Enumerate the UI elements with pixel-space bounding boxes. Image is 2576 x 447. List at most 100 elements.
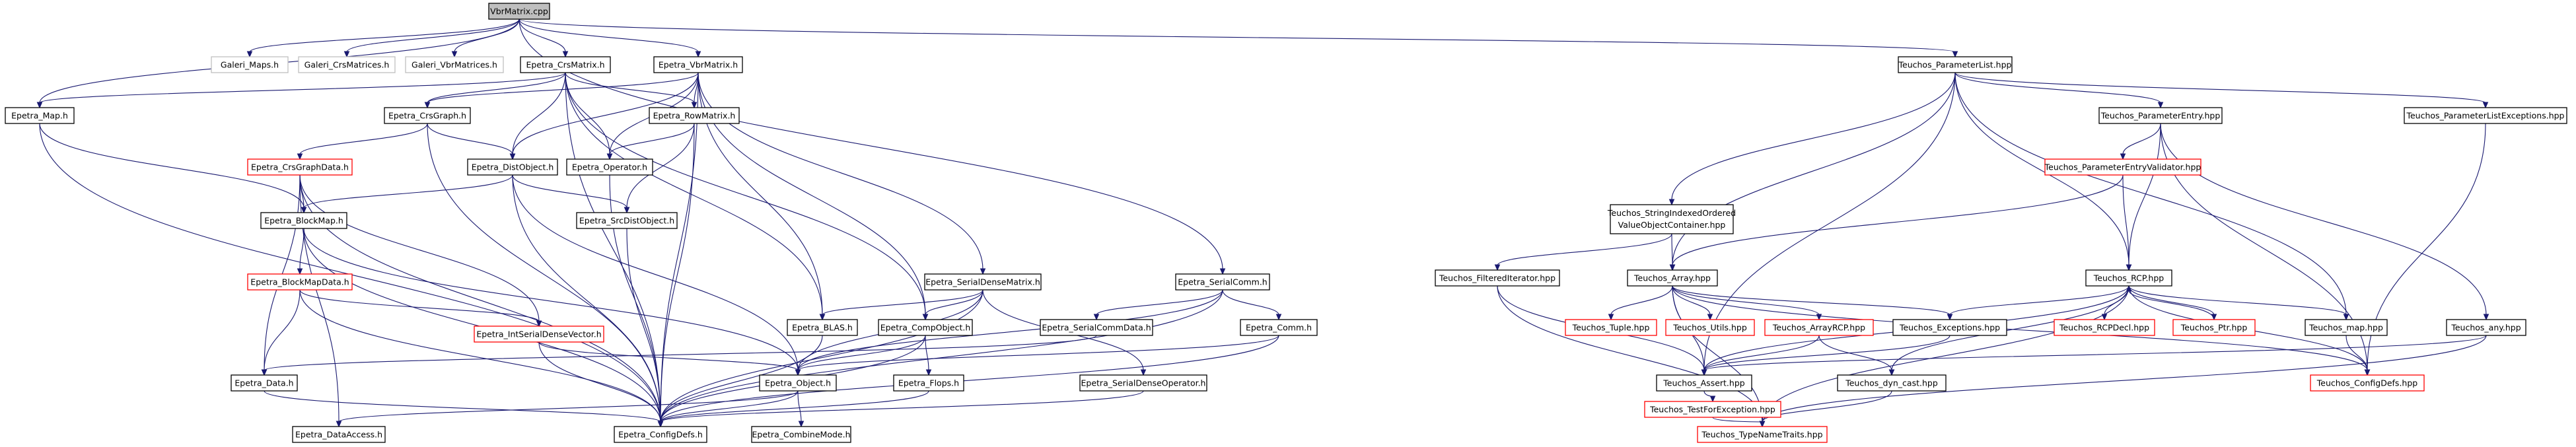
edge-Epetra_BlockMap_h-to-Epetra_BlockMapData_h [297,228,304,275]
node-epetra-serialdensematrix-h[interactable]: Epetra_SerialDenseMatrix.h [924,273,1042,291]
edge-Teuchos_TestForException_hpp-to-Teuchos_TypeNameTraits_hpp [1712,417,1766,428]
node-epetra-data-h[interactable]: Epetra_Data.h [231,374,298,392]
node-teuchos-parameterentry-hpp[interactable]: Teuchos_ParameterEntry.hpp [2098,107,2223,124]
node-teuchos-stringindexedordered-valueobjectcontainer-hpp[interactable]: Teuchos_StringIndexedOrdered ValueObject… [1607,204,1736,234]
edge-Teuchos_ParameterEntry_hpp-to-Teuchos_ParameterEntryValidator_hpp [2120,123,2161,160]
edge-Epetra_VbrMatrix_h-to-Epetra_ConfigDefs_h [657,72,699,428]
node-epetra-distobject-h[interactable]: Epetra_DistObject.h [467,158,558,176]
edge-Teuchos_ArrayRCP_hpp-to-Teuchos_Assert_hpp [1701,335,1820,376]
node-label: Teuchos_ParameterEntry.hpp [2100,111,2221,121]
node-teuchos-any-hpp[interactable]: Teuchos_any.hpp [2446,319,2526,336]
node-label: Epetra_SerialComm.h [1178,277,1267,287]
node-label: Galeri_CrsMatrices.h [304,60,390,70]
edge-Epetra_SerialDenseMatrix_h-to-Epetra_BLAS_h [819,289,984,321]
node-vbrmatrix-cpp[interactable]: VbrMatrix.cpp [488,3,550,20]
node-label: Teuchos_Assert.hpp [1663,378,1744,388]
node-teuchos-configdefs-hpp[interactable]: Teuchos_ConfigDefs.hpp [2310,374,2425,392]
edge-Epetra_SerialDenseOperator_h-to-Epetra_ConfigDefs_h [657,390,1144,428]
edge-Teuchos_RCP_hpp-to-Teuchos_Exceptions_hpp [1947,285,2129,321]
edge-Epetra_CrsMatrix_h-to-Epetra_Map_h [36,72,566,109]
edge-Epetra_CrsMatrix_h-to-Epetra_RowMatrix_h [565,72,698,109]
node-teuchos-rcp-hpp[interactable]: Teuchos_RCP.hpp [2085,269,2172,287]
edge-Teuchos_map_hpp-to-Teuchos_ConfigDefs_hpp [2345,335,2371,376]
node-label: Teuchos_ParameterListExceptions.hpp [2406,111,2564,121]
edge-Epetra_CrsGraph_h-to-Epetra_CrsGraphData_h [297,123,428,160]
node-epetra-compobject-h[interactable]: Epetra_CompObject.h [878,319,973,336]
node-epetra-blas-h[interactable]: Epetra_BLAS.h [787,319,858,336]
node-teuchos-filterediterator-hpp[interactable]: Teuchos_FilteredIterator.hpp [1435,269,1560,287]
node-epetra-operator-h[interactable]: Epetra_Operator.h [566,158,653,176]
node-teuchos-utils-hpp[interactable]: Teuchos_Utils.hpp [1665,319,1755,336]
node-label: Teuchos_TestForException.hpp [1649,405,1775,415]
edge-Epetra_SrcDistObject_h-to-Epetra_ConfigDefs_h [626,228,664,428]
node-label: Epetra_Operator.h [572,162,647,172]
edge-Teuchos_ParameterEntryValidator_hpp-to-Teuchos_Array_hpp [1669,174,2124,271]
node-label: Epetra_BLAS.h [792,323,853,333]
node-teuchos-assert-hpp[interactable]: Teuchos_Assert.hpp [1656,374,1752,392]
edge-Epetra_SerialCommData_h-to-Epetra_Data_h [261,335,1097,376]
edge-Epetra_CrsMatrix_h-to-Epetra_CompObject_h [565,72,929,321]
edge-VbrMatrix_cpp-to-Galeri_Maps_h [246,18,520,58]
edge-Teuchos_Assert_hpp-to-Teuchos_TestForException_hpp [1703,390,1716,403]
node-label: Epetra_IntSerialDenseVector.h [476,329,601,339]
node-label: Epetra_CombineMode.h [752,430,851,440]
node-teuchos-typenametraits-hpp[interactable]: Teuchos_TypeNameTraits.hpp [1697,426,1828,443]
node-label: Epetra_Map.h [11,111,68,121]
node-label: Epetra_Flops.h [898,378,959,388]
node-epetra-vbrmatrix-h[interactable]: Epetra_VbrMatrix.h [653,56,743,73]
edge-VbrMatrix_cpp-to-Epetra_VbrMatrix_h [519,18,701,58]
node-epetra-blockmap-h[interactable]: Epetra_BlockMap.h [260,212,347,229]
node-label: Teuchos_FilteredIterator.hpp [1439,273,1556,283]
node-teuchos-rcpdecl-hpp[interactable]: Teuchos_RCPDecl.hpp [2054,319,2155,336]
edge-Teuchos_Array_hpp-to-Teuchos_ArrayRCP_hpp [1672,285,1822,321]
node-epetra-intserialdensevector-h[interactable]: Epetra_IntSerialDenseVector.h [474,326,604,343]
edge-Epetra_BlockMapData_h-to-Epetra_Data_h [261,289,301,376]
node-epetra-blockmapdata-h[interactable]: Epetra_BlockMapData.h [247,273,353,291]
node-label: Teuchos_Array.hpp [1633,273,1711,283]
node-label: Epetra_ConfigDefs.h [618,430,703,440]
edge-Epetra_CompObject_h-to-Epetra_Object_h [795,335,926,376]
node-teuchos-map-hpp[interactable]: Teuchos_map.hpp [2305,319,2388,336]
edge-Epetra_SerialComm_h-to-Epetra_SerialCommData_h [1093,289,1223,321]
node-label: Teuchos_ArrayRCP.hpp [1772,323,1865,333]
node-teuchos-arrayrcp-hpp[interactable]: Teuchos_ArrayRCP.hpp [1764,319,1874,336]
edge-Teuchos_Ptr_hpp-to-Teuchos_RCP_hpp [2126,285,2215,320]
node-epetra-configdefs-h[interactable]: Epetra_ConfigDefs.h [614,426,707,443]
edge-Teuchos_ParameterList_hpp-to-Teuchos_StringIndexedOrdered [1668,72,1956,206]
node-epetra-srcdistobject-h[interactable]: Epetra_SrcDistObject.h [576,212,678,229]
node-teuchos-tuple-hpp[interactable]: Teuchos_Tuple.hpp [1565,319,1657,336]
node-label: Teuchos_Utils.hpp [1672,323,1747,333]
node-epetra-crsmatrix-h[interactable]: Epetra_CrsMatrix.h [520,56,611,73]
node-epetra-object-h[interactable]: Epetra_Object.h [759,374,837,392]
node-teuchos-parameterlist-hpp[interactable]: Teuchos_ParameterList.hpp [1898,56,2013,73]
node-epetra-comm-h[interactable]: Epetra_Comm.h [1240,319,1318,336]
node-epetra-flops-h[interactable]: Epetra_Flops.h [893,374,964,392]
node-epetra-rowmatrix-h[interactable]: Epetra_RowMatrix.h [649,107,740,124]
node-teuchos-parameterentryvalidator-hpp[interactable]: Teuchos_ParameterEntryValidator.hpp [2044,158,2201,176]
node-galeri-vbrmatrices-h[interactable]: Galeri_VbrMatrices.h [405,56,504,73]
node-epetra-serialcommdata-h[interactable]: Epetra_SerialCommData.h [1040,319,1153,336]
node-galeri-crsmatrices-h[interactable]: Galeri_CrsMatrices.h [298,56,396,73]
node-label: Epetra_CrsGraph.h [388,111,466,121]
node-teuchos-dyn-cast-hpp[interactable]: Teuchos_dyn_cast.hpp [1837,374,1947,392]
node-teuchos-ptr-hpp[interactable]: Teuchos_Ptr.hpp [2172,319,2256,336]
node-teuchos-parameterlistexceptions-hpp[interactable]: Teuchos_ParameterListExceptions.hpp [2404,107,2567,124]
node-teuchos-testforexception-hpp[interactable]: Teuchos_TestForException.hpp [1644,401,1781,418]
edge-layer [36,18,2489,428]
node-teuchos-exceptions-hpp[interactable]: Teuchos_Exceptions.hpp [1892,319,2007,336]
edge-Epetra_SerialComm_h-to-Epetra_Comm_h [1222,289,1282,321]
node-teuchos-array-hpp[interactable]: Teuchos_Array.hpp [1627,269,1718,287]
node-galeri-maps-h[interactable]: Galeri_Maps.h [211,56,289,73]
edge-Epetra_CrsMatrix_h-to-Epetra_DistObject_h [509,72,566,160]
edge-Epetra_BlockMapData_h-to-Epetra_IntSerialDenseVector_h [299,289,542,327]
node-epetra-serialdenseoperator-h[interactable]: Epetra_SerialDenseOperator.h [1079,374,1207,392]
node-epetra-dataaccess-h[interactable]: Epetra_DataAccess.h [292,426,386,443]
edge-VbrMatrix_cpp-to-Teuchos_ParameterList_hpp [519,18,1958,58]
edge-Epetra_DistObject_h-to-Epetra_BlockMap_h [301,174,513,214]
node-epetra-crsgraph-h[interactable]: Epetra_CrsGraph.h [384,107,471,124]
node-epetra-serialcomm-h[interactable]: Epetra_SerialComm.h [1175,273,1270,291]
node-epetra-crsgraphdata-h[interactable]: Epetra_CrsGraphData.h [247,158,353,176]
node-epetra-combinemode-h[interactable]: Epetra_CombineMode.h [751,426,851,443]
node-epetra-map-h[interactable]: Epetra_Map.h [5,107,75,124]
